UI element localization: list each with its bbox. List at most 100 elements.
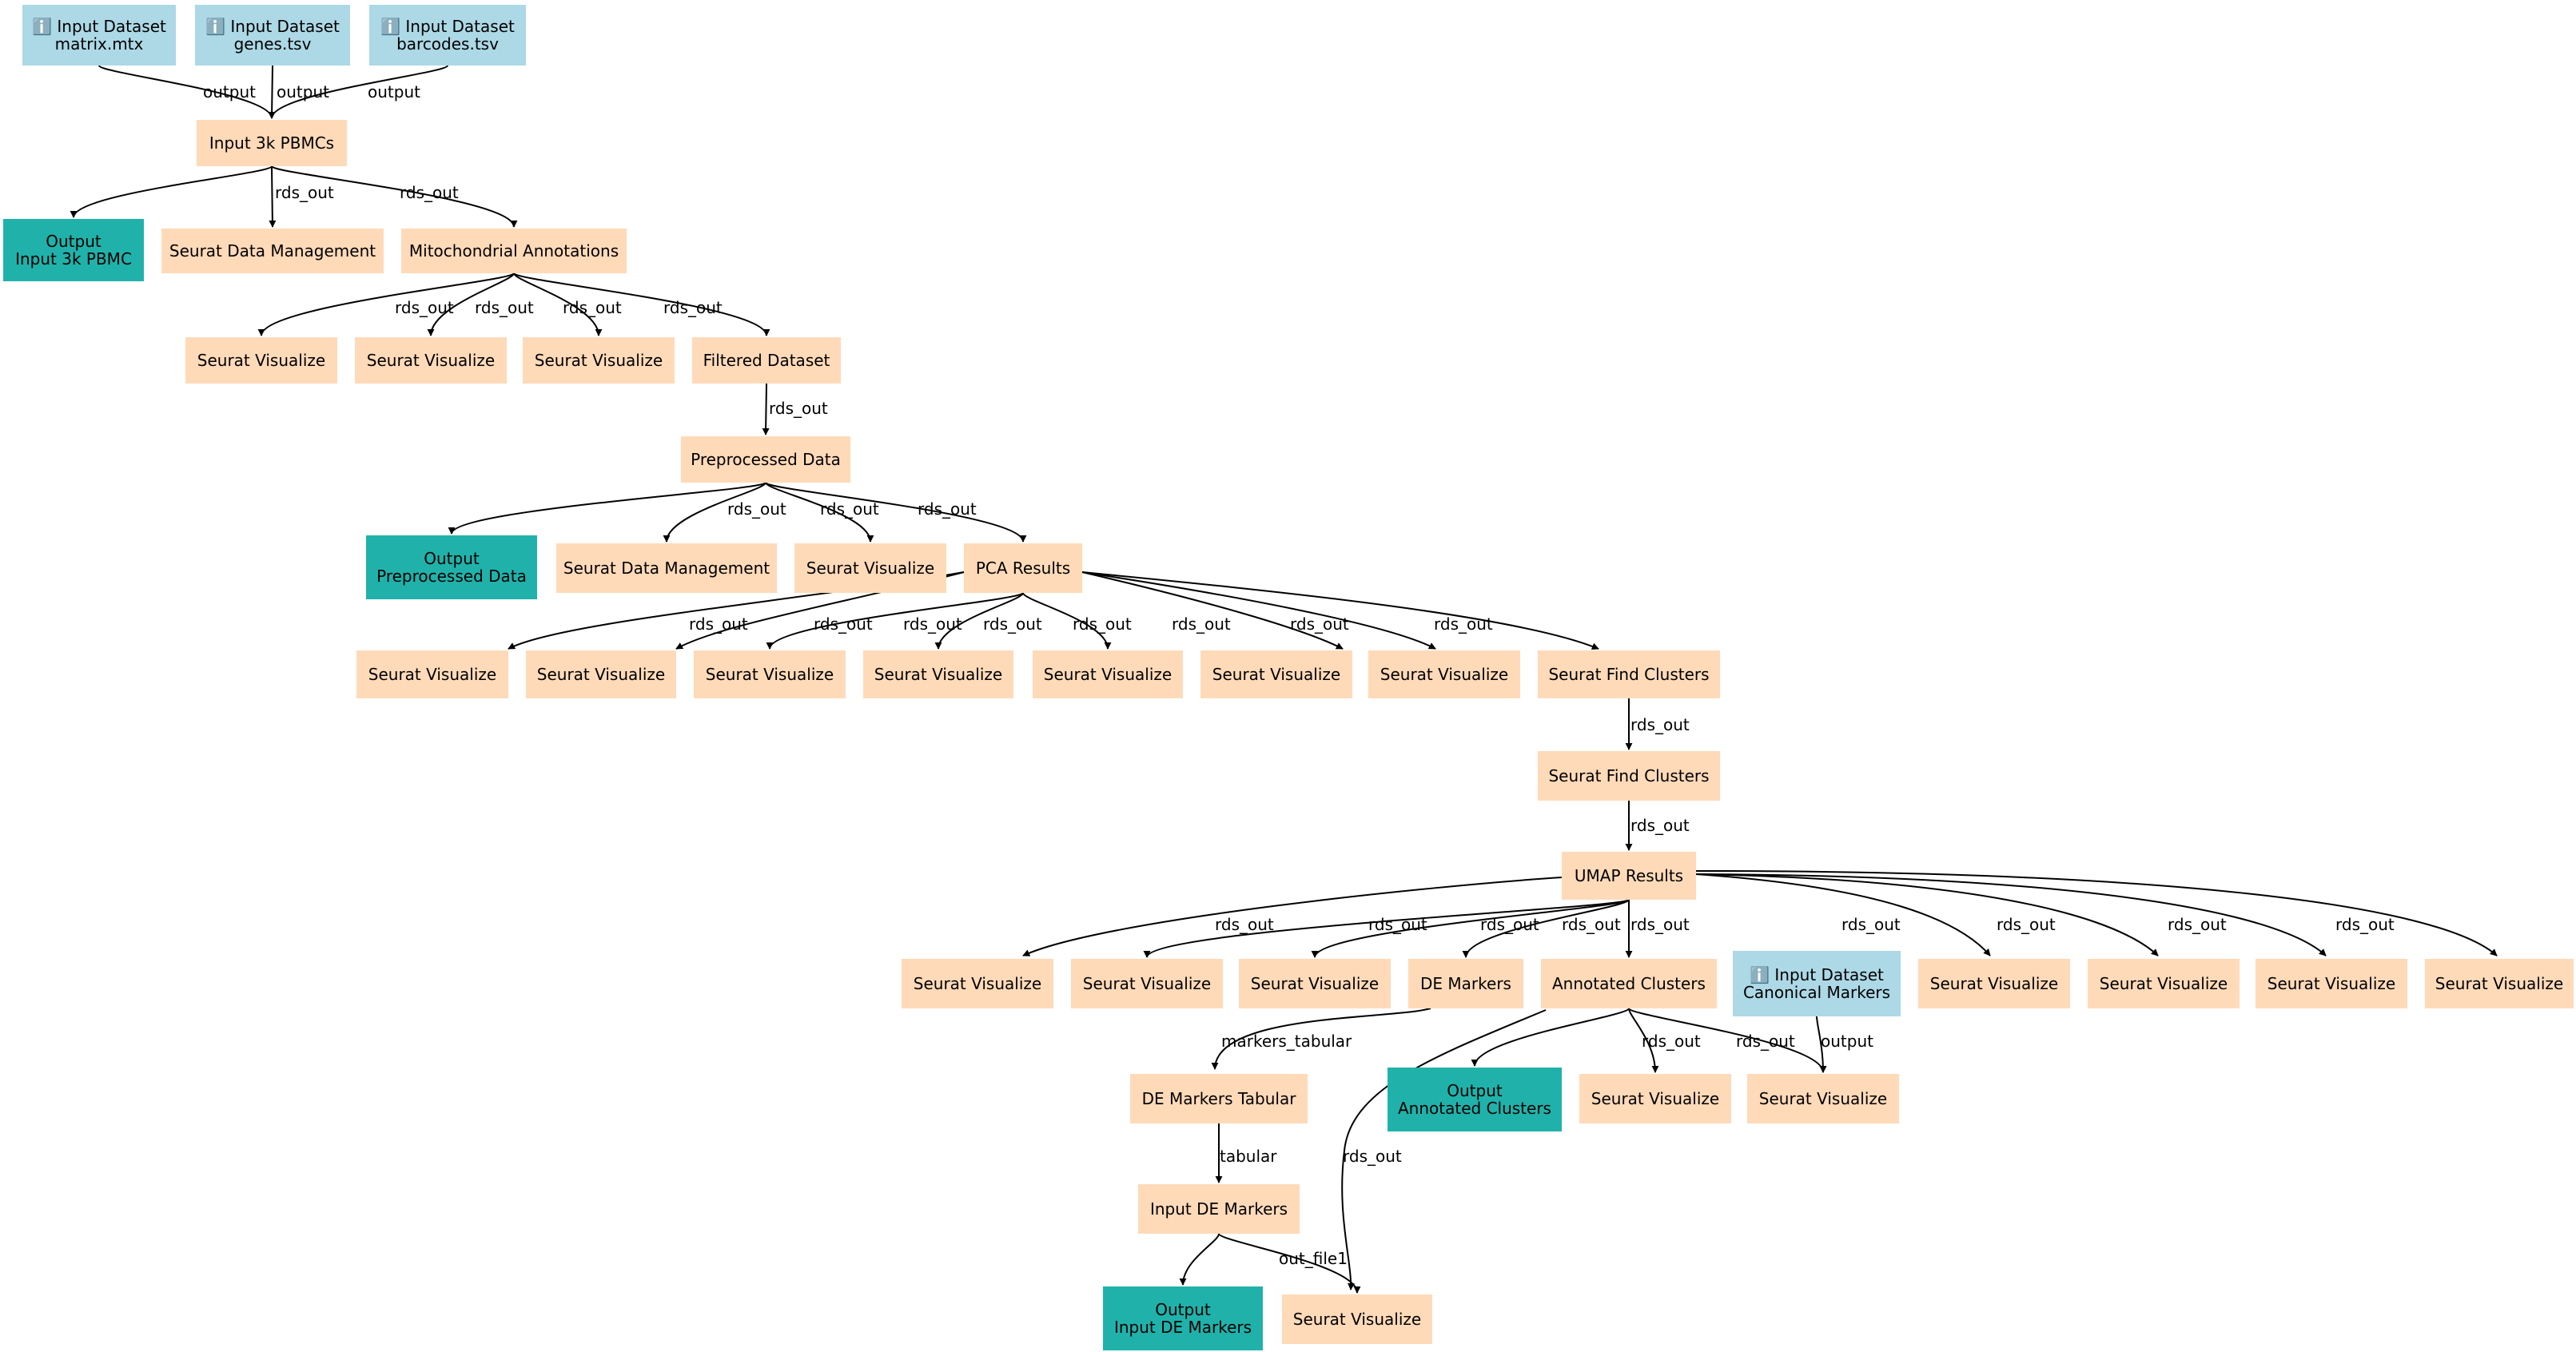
edge-in_barcodes-to-input_pbmc [268,65,448,119]
node-box [1033,650,1183,698]
edge-in_matrix-to-input_pbmc [98,65,276,119]
node-sv_c7[interactable]: Seurat Visualize [1368,650,1520,698]
edge-label: rds_out [1997,915,2056,934]
node-sv_c6[interactable]: Seurat Visualize [1200,650,1352,698]
node-sv_c2[interactable]: Seurat Visualize [526,650,676,698]
edge-label: rds_out [1562,915,1621,934]
node-label: Input 3k PBMC [15,249,132,268]
node-label: Seurat Visualize [368,665,496,684]
node-sdm_2[interactable]: Seurat Data Management [556,543,777,593]
node-annot[interactable]: Annotated Clusters [1541,959,1717,1008]
edge-umap-to-sv_u2 [1143,899,1630,958]
edge-label: output [277,82,329,101]
edge-label: rds_out [563,298,622,317]
node-sv_m3[interactable]: Seurat Visualize [523,337,675,384]
node-box [1130,1074,1308,1123]
node-box [356,650,508,698]
edge-label: markers_tabular [1221,1032,1352,1051]
node-sv_m1[interactable]: Seurat Visualize [185,337,337,384]
node-sv_u2[interactable]: Seurat Visualize [1071,959,1223,1008]
node-label: ℹ️ Input Dataset [380,17,515,36]
node-box [161,229,384,273]
node-sv_c1[interactable]: Seurat Visualize [356,650,508,698]
node-sv_u3[interactable]: Seurat Visualize [1239,959,1391,1008]
node-mito[interactable]: Mitochondrial Annotations [401,229,627,273]
edge-label: rds_out [1841,915,1901,934]
node-preproc[interactable]: Preprocessed Data [681,436,850,483]
node-sv_a2[interactable]: Seurat Visualize [1747,1074,1899,1123]
edge-label: rds_out [1736,1032,1795,1051]
node-box [1747,1074,1899,1123]
node-box [185,337,337,384]
node-sv_c4[interactable]: Seurat Visualize [863,650,1013,698]
node-box [1733,951,1901,1016]
node-box [1200,650,1352,698]
edge-in_de-to-out_de [1179,1233,1220,1286]
node-de_markers[interactable]: DE Markers [1408,959,1523,1008]
edge-umap-to-sv_u7 [1695,870,2498,956]
node-label: Preprocessed Data [691,450,841,469]
edge-preproc-to-sv_p1 [765,482,874,543]
node-label: Seurat Visualize [1759,1089,1887,1108]
edge-annot-to-out_annot [1471,1008,1630,1067]
node-box [1538,650,1720,698]
edge-annot-to-sv_final [1341,1009,1547,1290]
edge-preproc-to-pca [765,482,1027,543]
node-filtered[interactable]: Filtered Dataset [692,337,841,384]
edge-label: rds_out [2335,915,2395,934]
node-sv_u5[interactable]: Seurat Visualize [2088,959,2240,1008]
node-sv_final[interactable]: Seurat Visualize [1282,1294,1432,1344]
node-sv_a1[interactable]: Seurat Visualize [1579,1074,1731,1123]
node-pca[interactable]: PCA Results [964,543,1082,593]
node-sv_c5[interactable]: Seurat Visualize [1033,650,1183,698]
node-sv_u6[interactable]: Seurat Visualize [2255,959,2407,1008]
node-label: Seurat Find Clusters [1548,665,1709,684]
node-umap[interactable]: UMAP Results [1562,852,1696,900]
edge-label: rds_out [275,183,334,202]
node-de_tab[interactable]: DE Markers Tabular [1130,1074,1308,1123]
edge-label: rds_out [1073,614,1132,634]
edge-label: output [1821,1032,1873,1051]
node-label: Seurat Visualize [197,351,325,370]
node-sv_u4[interactable]: Seurat Visualize [1918,959,2070,1008]
node-box [195,5,350,66]
edge-input_pbmc-to-out_pbmc [70,165,273,218]
node-input_pbmc[interactable]: Input 3k PBMCs [197,120,347,166]
node-box [1071,959,1223,1008]
node-label: Input 3k PBMCs [209,133,334,153]
node-label: PCA Results [976,559,1070,578]
node-in_de[interactable]: Input DE Markers [1138,1184,1300,1234]
node-sdm_1[interactable]: Seurat Data Management [161,229,384,273]
node-sv_u1[interactable]: Seurat Visualize [902,959,1053,1008]
node-sv_c3[interactable]: Seurat Visualize [694,650,846,698]
node-label: Input DE Markers [1114,1318,1252,1337]
edge-in_canon-to-sv_a2 [1816,1016,1827,1073]
node-box [1408,959,1523,1008]
node-box [1388,1068,1562,1131]
node-sv_p1[interactable]: Seurat Visualize [794,543,946,593]
edge-label: rds_out [1642,1032,1701,1051]
edge-mito-to-sv_m1 [257,272,515,336]
node-box [197,120,347,166]
node-sv_m2[interactable]: Seurat Visualize [355,337,507,384]
node-sv_u7[interactable]: Seurat Visualize [2425,959,2574,1008]
edges-layer [70,65,2498,1294]
node-box [1282,1294,1432,1344]
node-sfc_1[interactable]: Seurat Find Clusters [1538,650,1720,698]
edge-mito-to-sv_m3 [513,272,603,336]
node-label: Filtered Dataset [703,351,830,370]
node-label: matrix.mtx [55,34,144,54]
edge-label: rds_out [1630,915,1690,934]
node-sfc_2[interactable]: Seurat Find Clusters [1538,751,1720,801]
node-box [2088,959,2240,1008]
